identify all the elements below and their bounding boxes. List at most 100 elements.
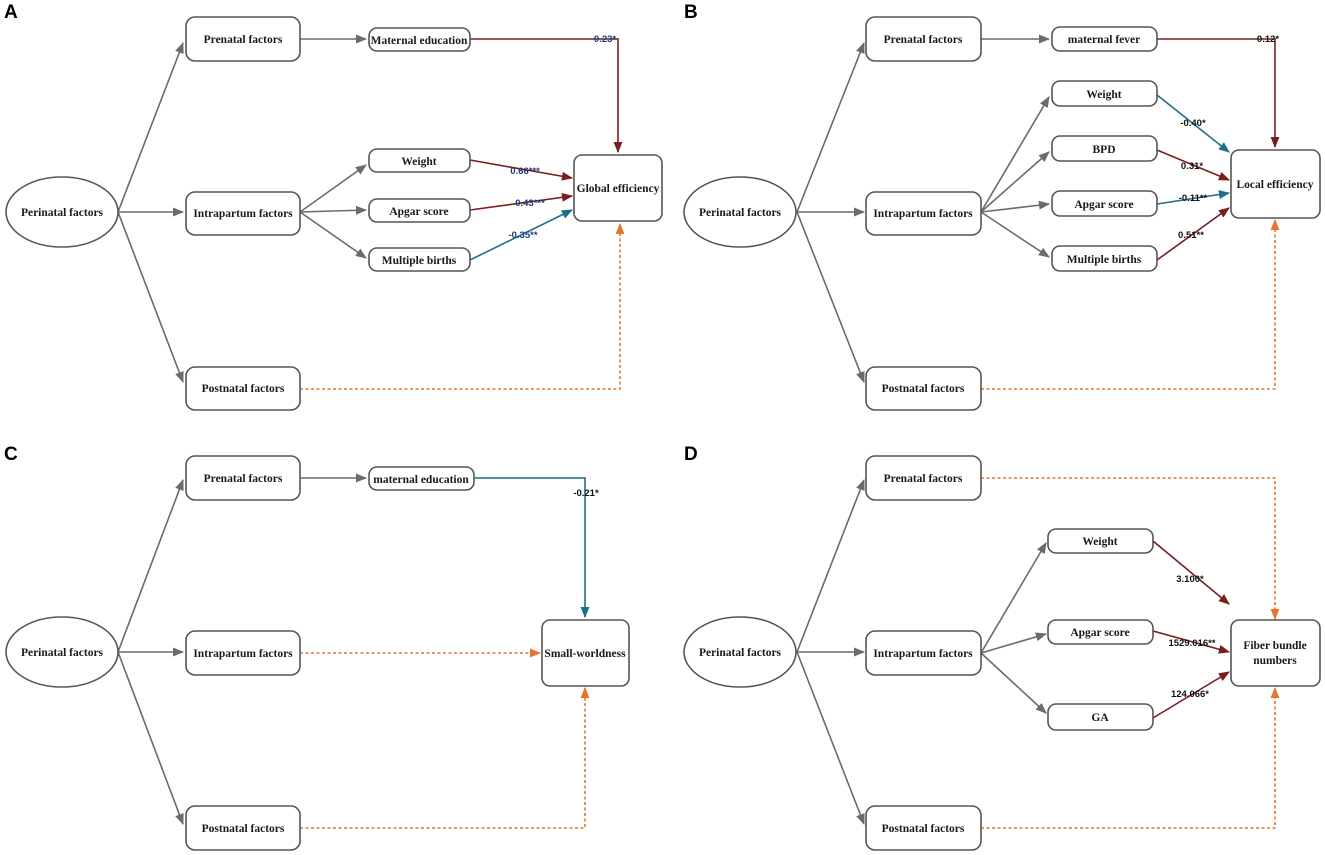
coef-apgar: 1529.016** <box>1168 638 1215 649</box>
node-prenatal-factors: Prenatal factors <box>185 16 301 62</box>
coef-multiple-births: 0.51** <box>1178 230 1204 241</box>
panel-a: A 0.23* 0.66*** 0.43*** -0.35** Perinata… <box>4 2 663 411</box>
edge-apgar-outcome <box>1152 630 1231 654</box>
panel-letter-b: B <box>684 2 698 23</box>
svg-text:BPD: BPD <box>1093 144 1116 156</box>
edge-intrapartum-weight <box>980 542 1047 654</box>
node-intrapartum-factors: Intrapartum factors <box>185 630 301 676</box>
svg-text:Intrapartum factors: Intrapartum factors <box>873 648 973 660</box>
node-outcome-small-worldness: Small-worldness <box>541 619 630 687</box>
node-intrapartum-factors: Intrapartum factors <box>865 630 982 676</box>
edge-intrapartum-multiple-births <box>299 211 367 259</box>
svg-text:maternal education: maternal education <box>373 474 469 486</box>
node-maternal-fever: maternal fever <box>1051 26 1158 52</box>
svg-text:Intrapartum factors: Intrapartum factors <box>193 208 293 220</box>
coef-multiple-births: -0.35** <box>508 230 537 241</box>
edge-apgar-outcome <box>469 192 574 211</box>
edge-maternal-education-outcome <box>474 477 590 619</box>
svg-text:maternal fever: maternal fever <box>1068 34 1140 46</box>
svg-text:Maternal education: Maternal education <box>371 35 468 47</box>
edge-intrapartum-weight <box>299 164 367 213</box>
svg-text:Perinatal factors: Perinatal factors <box>699 207 782 219</box>
svg-text:Prenatal factors: Prenatal factors <box>204 34 283 46</box>
edge-weight-outcome <box>469 159 574 181</box>
svg-text:Small-worldness: Small-worldness <box>544 648 626 660</box>
node-perinatal-factors: Perinatal factors <box>5 616 119 688</box>
edge-intrapartum-bpd <box>980 151 1050 213</box>
svg-text:Local efficiency: Local efficiency <box>1237 179 1314 191</box>
edge-intrapartum-apgar <box>980 632 1048 654</box>
svg-text:Multiple births: Multiple births <box>382 255 457 267</box>
coef-maternal-education: -0.21* <box>573 488 599 499</box>
coef-apgar: -0.11** <box>1179 193 1208 204</box>
coef-weight: 3.100* <box>1176 574 1204 585</box>
svg-text:Weight: Weight <box>1086 89 1121 101</box>
edge-intrapartum-multiple-births <box>980 211 1050 258</box>
coef-weight: -0.40* <box>1180 118 1206 129</box>
coef-maternal-education: 0.23* <box>594 34 616 45</box>
edge-maternal-fever-outcome <box>1157 38 1280 149</box>
edge-postnatal-outcome <box>300 686 590 829</box>
panel-d: D 3.100* 1529.016** 124.066* Perinatal f… <box>683 444 1321 851</box>
svg-text:Apgar score: Apgar score <box>389 206 448 218</box>
edge-intrapartum-apgar <box>980 200 1051 213</box>
svg-text:Global efficiency: Global efficiency <box>577 183 660 195</box>
svg-text:Intrapartum factors: Intrapartum factors <box>873 208 973 220</box>
node-outcome-global-efficiency: Global efficiency <box>573 154 663 222</box>
node-weight: Weight <box>1047 528 1154 554</box>
svg-text:Fiber bundle: Fiber bundle <box>1243 640 1306 652</box>
svg-text:GA: GA <box>1091 712 1109 724</box>
edge-postnatal-outcome <box>300 222 625 390</box>
node-multiple-births: Multiple births <box>1051 245 1158 272</box>
edge-weight-outcome <box>1156 94 1230 153</box>
node-perinatal-factors: Perinatal factors <box>683 616 797 688</box>
node-prenatal-factors: Prenatal factors <box>865 16 982 62</box>
edge-postnatal-outcome <box>981 218 1280 390</box>
svg-text:Apgar score: Apgar score <box>1070 627 1129 639</box>
coef-bpd: 0.31* <box>1181 161 1203 172</box>
node-bpd: BPD <box>1051 135 1158 162</box>
edge-bpd-outcome <box>1156 149 1231 181</box>
coef-maternal-fever: 0.12* <box>1257 34 1279 45</box>
panel-letter-d: D <box>684 444 698 465</box>
svg-text:Intrapartum factors: Intrapartum factors <box>193 648 293 660</box>
edge-intrapartum-ga <box>980 652 1047 714</box>
svg-text:Weight: Weight <box>1082 536 1117 548</box>
svg-text:Weight: Weight <box>401 156 436 168</box>
svg-text:Postnatal factors: Postnatal factors <box>882 383 965 395</box>
svg-text:Multiple births: Multiple births <box>1067 254 1142 266</box>
edge-prenatal-outcome <box>981 477 1280 621</box>
edge-maternal-education-outcome <box>470 38 623 154</box>
svg-text:Prenatal factors: Prenatal factors <box>884 34 963 46</box>
svg-text:Perinatal factors: Perinatal factors <box>699 647 782 659</box>
node-apgar-score: Apgar score <box>1047 619 1154 645</box>
edge-apgar-outcome <box>1156 190 1231 205</box>
svg-text:Postnatal factors: Postnatal factors <box>202 383 285 395</box>
node-prenatal-factors: Prenatal factors <box>865 455 982 501</box>
node-multiple-births: Multiple births <box>368 247 471 272</box>
edge-perinatal-prenatal <box>796 478 865 653</box>
node-apgar-score: Apgar score <box>368 198 471 223</box>
edge-perinatal-prenatal <box>117 41 184 213</box>
panel-b: B 0.12* -0.40* 0.31* -0.11** 0.51** Peri… <box>683 2 1321 411</box>
node-prenatal-factors: Prenatal factors <box>185 455 301 501</box>
node-outcome-local-efficiency: Local efficiency <box>1230 149 1321 219</box>
svg-text:Perinatal factors: Perinatal factors <box>21 647 104 659</box>
edge-perinatal-postnatal <box>117 651 184 826</box>
coef-ga: 124.066* <box>1171 689 1209 700</box>
svg-text:numbers: numbers <box>1253 655 1297 667</box>
panel-letter-c: C <box>4 444 18 465</box>
node-postnatal-factors: Postnatal factors <box>185 366 301 411</box>
coef-apgar: 0.43*** <box>515 198 545 209</box>
node-postnatal-factors: Postnatal factors <box>865 805 982 851</box>
node-postnatal-factors: Postnatal factors <box>185 805 301 851</box>
node-maternal-education: maternal education <box>368 466 475 491</box>
edge-postnatal-outcome <box>981 686 1280 829</box>
node-outcome-fiber-bundle-numbers: Fiber bundle numbers <box>1230 619 1321 687</box>
svg-text:Postnatal factors: Postnatal factors <box>882 823 965 835</box>
panel-c: C -0.21* Perinatal factors Prenatal fact… <box>4 444 630 851</box>
node-maternal-education: Maternal education <box>368 27 471 52</box>
edge-perinatal-postnatal <box>117 211 184 384</box>
edge-intrapartum-weight <box>980 96 1050 213</box>
edge-multiple-births-outcome <box>1156 207 1230 261</box>
